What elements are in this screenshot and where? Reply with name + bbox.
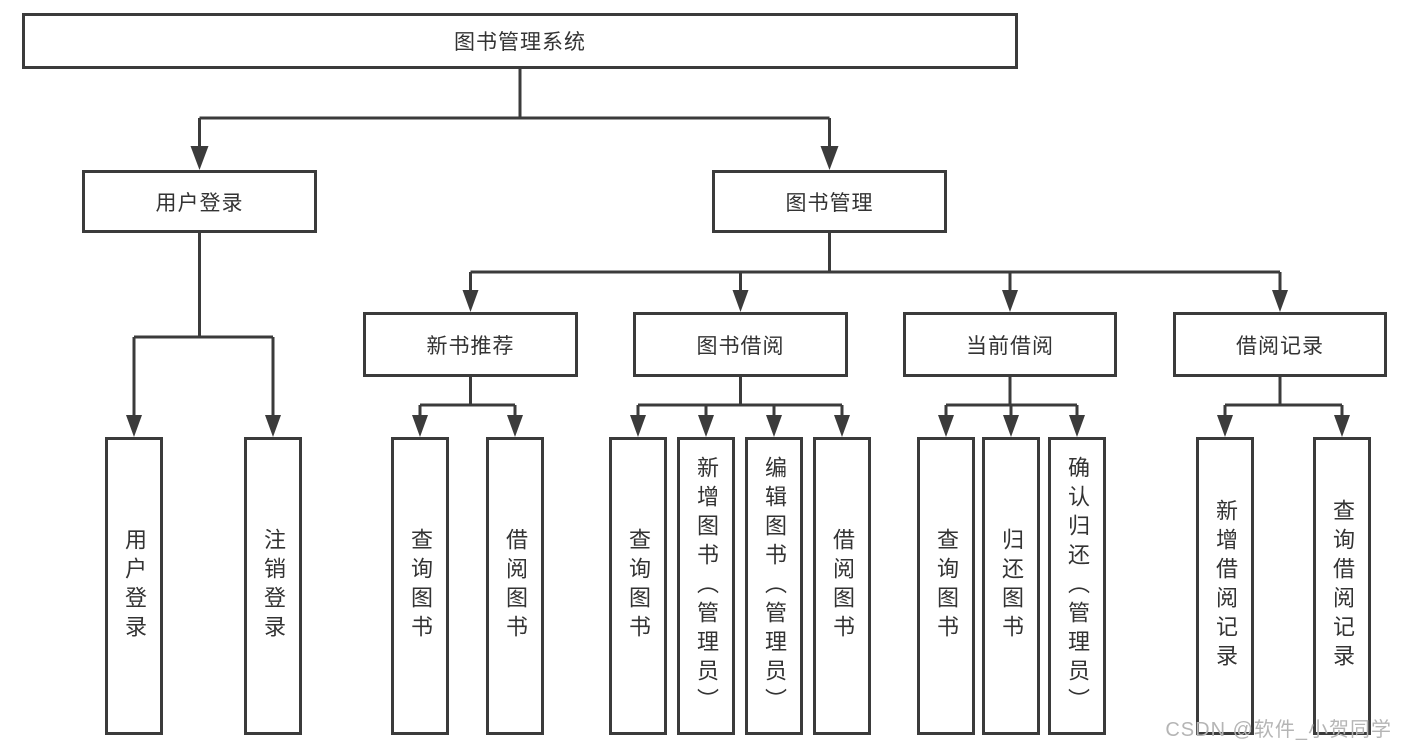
node-book-borrowing: 图书借阅 [633, 312, 848, 377]
leaf-query-borrow-record: 查询借阅记录 [1313, 437, 1371, 735]
leaf-edit-books-admin-label: 编辑图书（管理员） [762, 455, 787, 717]
leaf-add-borrow-record: 新增借阅记录 [1196, 437, 1254, 735]
leaf-logout: 注销登录 [244, 437, 302, 735]
leaf-add-borrow-record-label: 新增借阅记录 [1213, 499, 1238, 673]
node-book-management-label: 图书管理 [785, 191, 874, 215]
leaf-user-login-label: 用户登录 [122, 528, 147, 644]
leaf-query-books-current: 查询图书 [917, 437, 975, 735]
node-book-borrowing-label: 图书借阅 [696, 334, 785, 358]
node-new-book-recommend: 新书推荐 [363, 312, 578, 377]
node-borrowing-records: 借阅记录 [1173, 312, 1387, 377]
leaf-query-books-borrowing: 查询图书 [609, 437, 667, 735]
leaf-borrow-books-label: 借阅图书 [830, 528, 855, 644]
node-borrowing-records-label: 借阅记录 [1236, 334, 1324, 358]
leaf-edit-books-admin: 编辑图书（管理员） [745, 437, 803, 735]
leaf-query-books-borrowing-label: 查询图书 [626, 528, 651, 644]
node-user-login: 用户登录 [82, 170, 317, 233]
leaf-return-books: 归还图书 [982, 437, 1040, 735]
leaf-return-books-label: 归还图书 [999, 528, 1024, 644]
leaf-add-books-admin: 新增图书（管理员） [677, 437, 735, 735]
leaf-query-borrow-record-label: 查询借阅记录 [1330, 499, 1355, 673]
leaf-confirm-return-admin-label: 确认归还（管理员） [1065, 455, 1090, 717]
node-book-management: 图书管理 [712, 170, 947, 233]
leaf-borrow-books: 借阅图书 [813, 437, 871, 735]
leaf-query-books-recommend: 查询图书 [391, 437, 449, 735]
leaf-logout-label: 注销登录 [261, 528, 286, 644]
leaf-confirm-return-admin: 确认归还（管理员） [1048, 437, 1106, 735]
leaf-query-books-current-label: 查询图书 [934, 528, 959, 644]
csdn-watermark: CSDN @软件_小贺同学 [1165, 719, 1392, 741]
node-new-book-recommend-label: 新书推荐 [426, 334, 515, 358]
leaf-add-books-admin-label: 新增图书（管理员） [694, 455, 719, 717]
root-node-library-system: 图书管理系统 [22, 13, 1018, 69]
leaf-user-login: 用户登录 [105, 437, 163, 735]
leaf-borrow-books-recommend: 借阅图书 [486, 437, 544, 735]
node-user-login-label: 用户登录 [155, 191, 244, 215]
leaf-query-books-recommend-label: 查询图书 [408, 528, 433, 644]
leaf-borrow-books-recommend-label: 借阅图书 [503, 528, 528, 644]
node-current-borrowing-label: 当前借阅 [966, 334, 1054, 358]
node-current-borrowing: 当前借阅 [903, 312, 1117, 377]
root-node-label: 图书管理系统 [454, 31, 586, 54]
